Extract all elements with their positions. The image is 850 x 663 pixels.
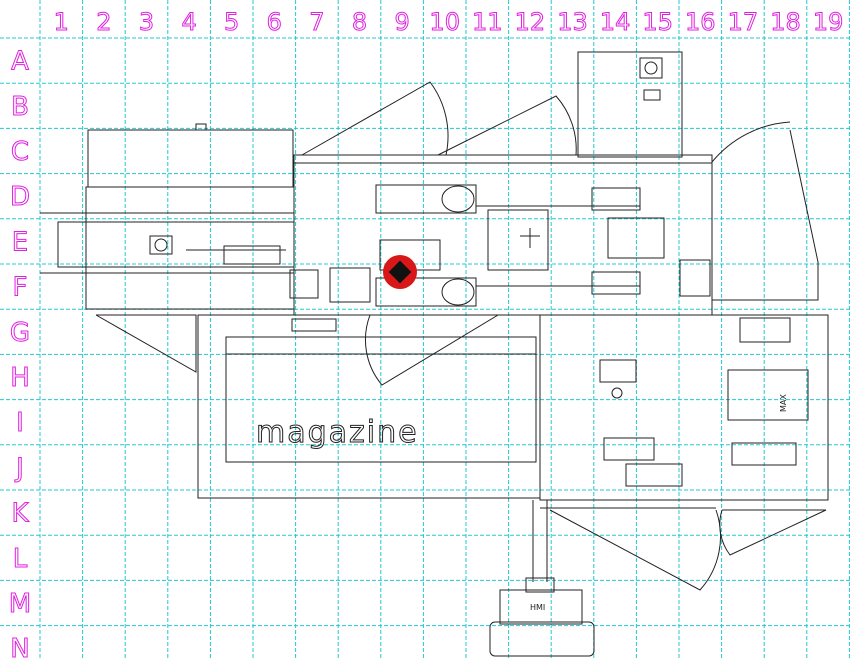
magazine-area xyxy=(225,336,537,463)
top-cabinet xyxy=(577,51,683,158)
max-label: MAX xyxy=(779,394,788,412)
grid-column-label: 6 xyxy=(267,8,282,36)
grid-column-label: 1 xyxy=(54,8,69,36)
main-frame xyxy=(293,154,713,316)
grid-column-label: 13 xyxy=(557,8,588,36)
grid-column-label: 17 xyxy=(728,8,759,36)
grid-row-label: A xyxy=(11,47,29,77)
fan-icon xyxy=(149,235,173,255)
grid-column-label: 18 xyxy=(770,8,801,36)
grid-row-label: F xyxy=(13,273,28,303)
grid-column-label: 9 xyxy=(394,8,409,36)
machine-layout xyxy=(40,51,829,657)
grid-row-label: I xyxy=(16,408,24,438)
grid-column-label: 8 xyxy=(352,8,367,36)
lower-frame xyxy=(197,314,541,499)
red-marker xyxy=(383,255,417,289)
grid-column-label: 7 xyxy=(309,8,324,36)
grid-row-label: L xyxy=(13,544,28,574)
grid-column-label: 5 xyxy=(224,8,239,36)
grid-row-label: C xyxy=(11,137,29,167)
grid-column-label: 10 xyxy=(429,8,460,36)
grid-column-label: 3 xyxy=(139,8,154,36)
grid-column-label: 14 xyxy=(600,8,631,36)
grid-column-label: 11 xyxy=(472,8,503,36)
grid-row-label: H xyxy=(10,363,30,393)
grid-column-label: 15 xyxy=(642,8,673,36)
grid-column-label: 12 xyxy=(515,8,546,36)
grid-row-label: B xyxy=(11,92,29,122)
grid-row-label: J xyxy=(14,453,24,483)
magazine-label: magazine xyxy=(256,415,419,450)
upper-left-cabinet xyxy=(87,129,294,188)
infeed-conveyor xyxy=(85,186,295,310)
grid-row-label: K xyxy=(11,499,29,529)
grid-row-label: G xyxy=(10,318,30,348)
grid-row-label: M xyxy=(9,589,31,619)
grid-column-label: 2 xyxy=(96,8,111,36)
hmi-label: HMI xyxy=(530,603,545,612)
hmi-mount xyxy=(525,577,555,593)
grid-column-label: 19 xyxy=(813,8,844,36)
grid-column-label: 16 xyxy=(685,8,716,36)
hmi-panel xyxy=(499,589,583,625)
grid-row-label: E xyxy=(12,227,28,257)
grid-row-label: N xyxy=(10,634,29,659)
grid-row-label: D xyxy=(10,182,30,212)
grid-column-label: 4 xyxy=(181,8,196,36)
